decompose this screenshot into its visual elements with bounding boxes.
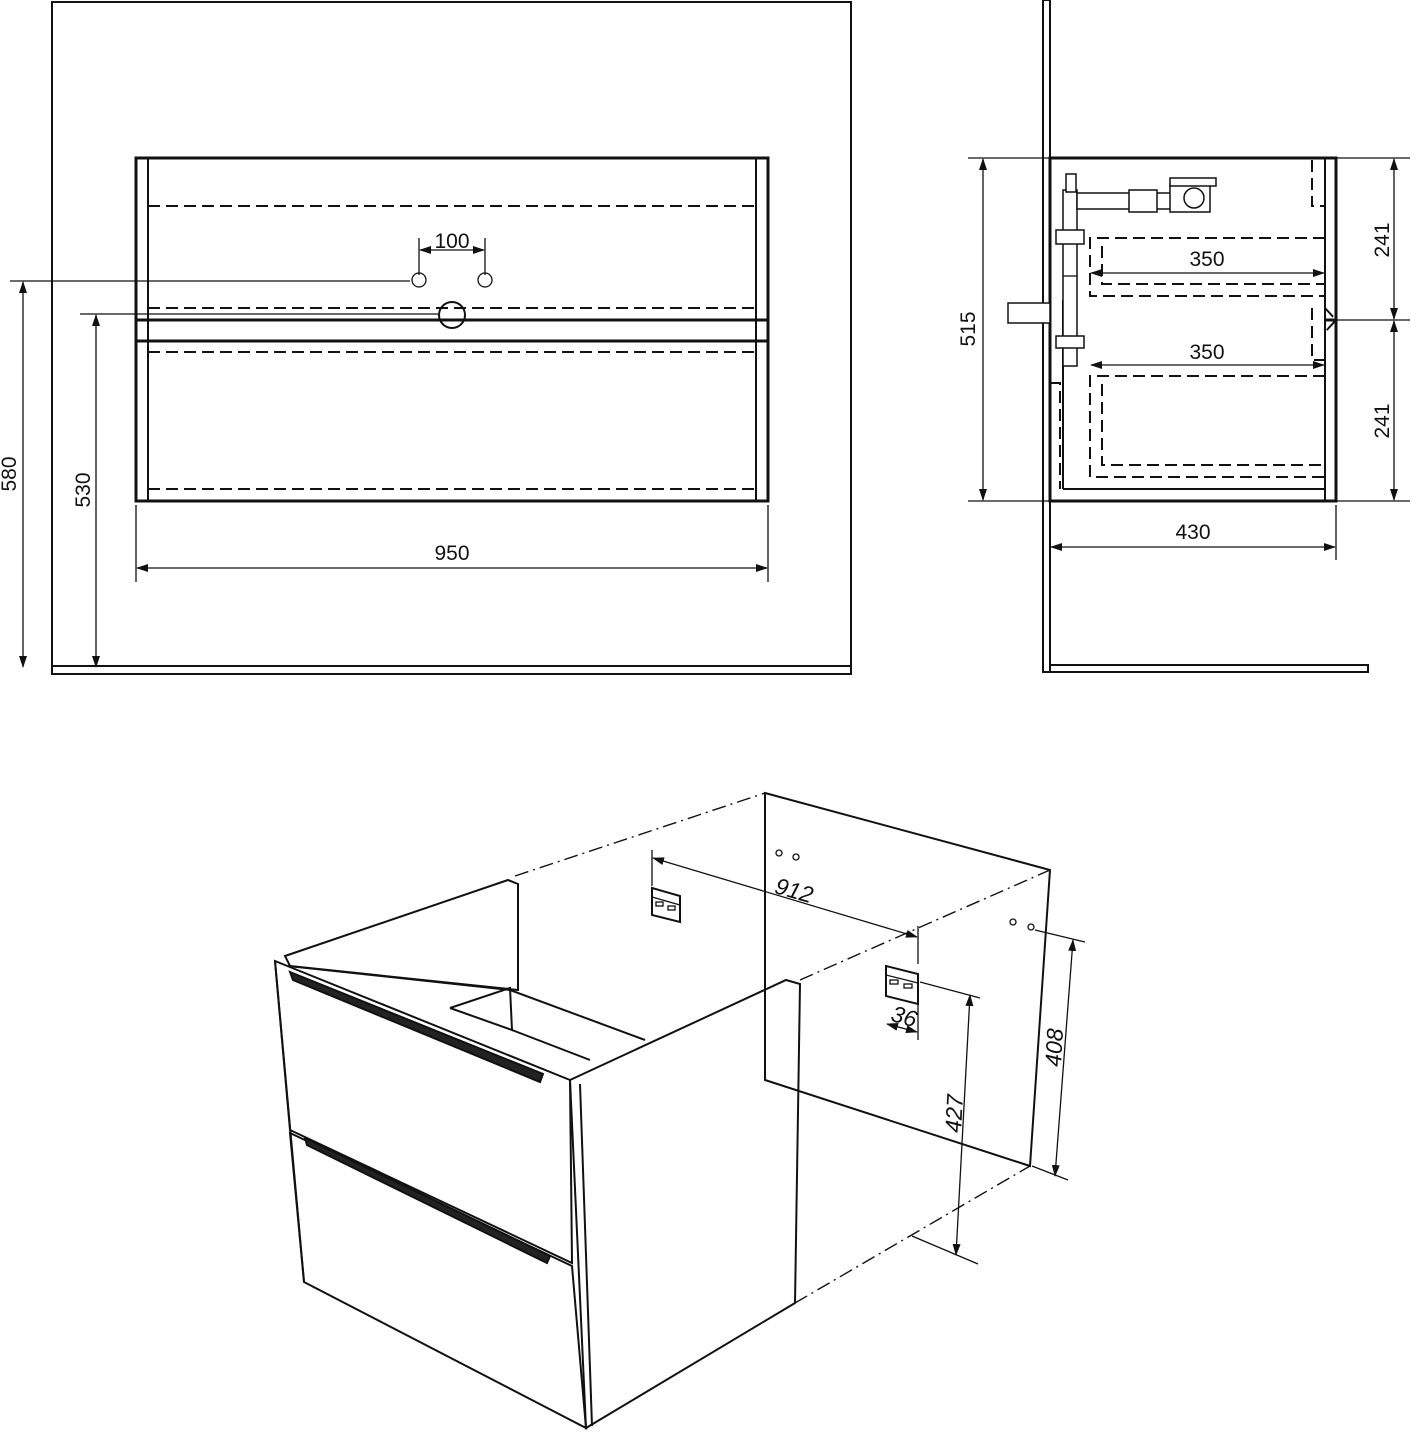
side-siphon <box>1007 173 1217 367</box>
iso-projection-bottom-right <box>794 1165 1031 1304</box>
front-dim-580-label: 580 <box>0 456 21 491</box>
front-view: 100 950 580 530 <box>0 1 852 675</box>
front-tap-hole-right <box>477 272 493 288</box>
side-cabinet-body <box>1048 156 1338 503</box>
side-dim-430-label: 430 <box>1175 521 1210 544</box>
siphon-drain-bowl <box>1183 187 1205 209</box>
iso-dim-427-label: 427 <box>940 1093 968 1134</box>
iso-hanger-left-slot-1 <box>655 901 664 907</box>
iso-dim-408-ext-bottom <box>1031 1165 1069 1181</box>
iso-cabinet-inner-rail <box>449 986 514 1032</box>
side-dim-350-lower-label: 350 <box>1189 341 1224 364</box>
side-lower-drawer-inner <box>1101 384 1325 466</box>
side-upper-drawer-outline <box>1089 237 1325 297</box>
iso-hanger-right-slot-1 <box>889 979 899 985</box>
iso-cabinet-right-edge <box>579 1083 593 1427</box>
iso-dim-427-ext-top <box>919 981 981 999</box>
side-lower-drawer-outline <box>1089 375 1325 478</box>
side-dim-241-upper-label: 241 <box>1371 222 1394 257</box>
front-floor <box>51 665 852 675</box>
iso-dim-912-line <box>652 857 918 938</box>
side-dim-350-upper-label: 350 <box>1189 248 1224 271</box>
front-cabinet-body <box>134 156 770 503</box>
side-view: 515 430 350 350 241 241 <box>957 0 1410 673</box>
side-upper-drawer-inner <box>1101 246 1325 285</box>
iso-dim-427-line <box>952 994 974 1256</box>
iso-dim-427-ext-bottom <box>911 1235 979 1265</box>
iso-dim-36-label: 36 <box>888 1000 920 1032</box>
side-front-mid-hidden <box>1311 308 1325 361</box>
iso-dim-408-ext-top <box>1034 929 1086 943</box>
front-dim-530-label: 530 <box>72 472 95 507</box>
siphon-top-cap <box>1065 173 1077 193</box>
iso-hanger-right-plate <box>885 964 919 1006</box>
iso-front-edge-left <box>274 960 305 1283</box>
iso-dim-408-label: 408 <box>1040 1028 1068 1068</box>
side-dim-241-lower-label: 241 <box>1371 403 1394 438</box>
iso-projection-top-left <box>514 792 766 877</box>
side-back-hidden <box>1050 382 1061 489</box>
iso-cabinet-inner-rail-2 <box>511 1029 591 1061</box>
iso-panel-hole-3 <box>1009 918 1017 926</box>
iso-dim-36-line <box>886 1022 918 1034</box>
iso-wall-panel <box>764 791 1052 1168</box>
side-floor <box>1043 664 1369 673</box>
iso-hanger-left-slot-2 <box>667 905 676 911</box>
front-drain-hole <box>438 301 466 329</box>
iso-view: 912 36 427 408 <box>273 791 1086 1430</box>
iso-panel-hole-4 <box>1027 923 1035 931</box>
siphon-nut-bottom <box>1055 335 1085 349</box>
iso-drawer-front-lower <box>288 1131 588 1430</box>
iso-cabinet <box>273 878 802 1430</box>
iso-dim-408-line <box>1051 939 1077 1177</box>
iso-handle-upper <box>288 970 545 1084</box>
front-wall-outline <box>51 1 852 672</box>
iso-drawer-front-upper <box>273 959 574 1265</box>
iso-hanger-right <box>885 964 919 1006</box>
iso-dim-912-label: 912 <box>772 873 816 909</box>
iso-cabinet-right-side <box>568 978 802 1430</box>
side-front-mid-hidden-2 <box>1324 307 1338 333</box>
siphon-connector <box>1128 189 1158 213</box>
front-dim-100-label: 100 <box>434 230 469 253</box>
side-front-handle-hidden <box>1311 160 1325 207</box>
iso-panel-hole-1 <box>775 849 783 857</box>
side-dim-515-label: 515 <box>957 311 980 346</box>
front-dim-950-label: 950 <box>434 542 469 565</box>
iso-cabinet-back-side <box>283 878 519 992</box>
iso-hanger-right-slot-2 <box>903 983 913 989</box>
siphon-nut-top <box>1055 229 1085 245</box>
iso-hanger-right-fold <box>885 974 919 984</box>
siphon-outlet-pipe <box>1007 302 1051 324</box>
iso-hanger-left <box>651 886 681 924</box>
iso-panel-hole-2 <box>792 853 800 861</box>
front-tap-hole-left <box>411 272 427 288</box>
siphon-drain-flange <box>1169 177 1217 187</box>
iso-projection-top-right <box>799 869 1051 981</box>
iso-handle-lower <box>303 1136 552 1265</box>
